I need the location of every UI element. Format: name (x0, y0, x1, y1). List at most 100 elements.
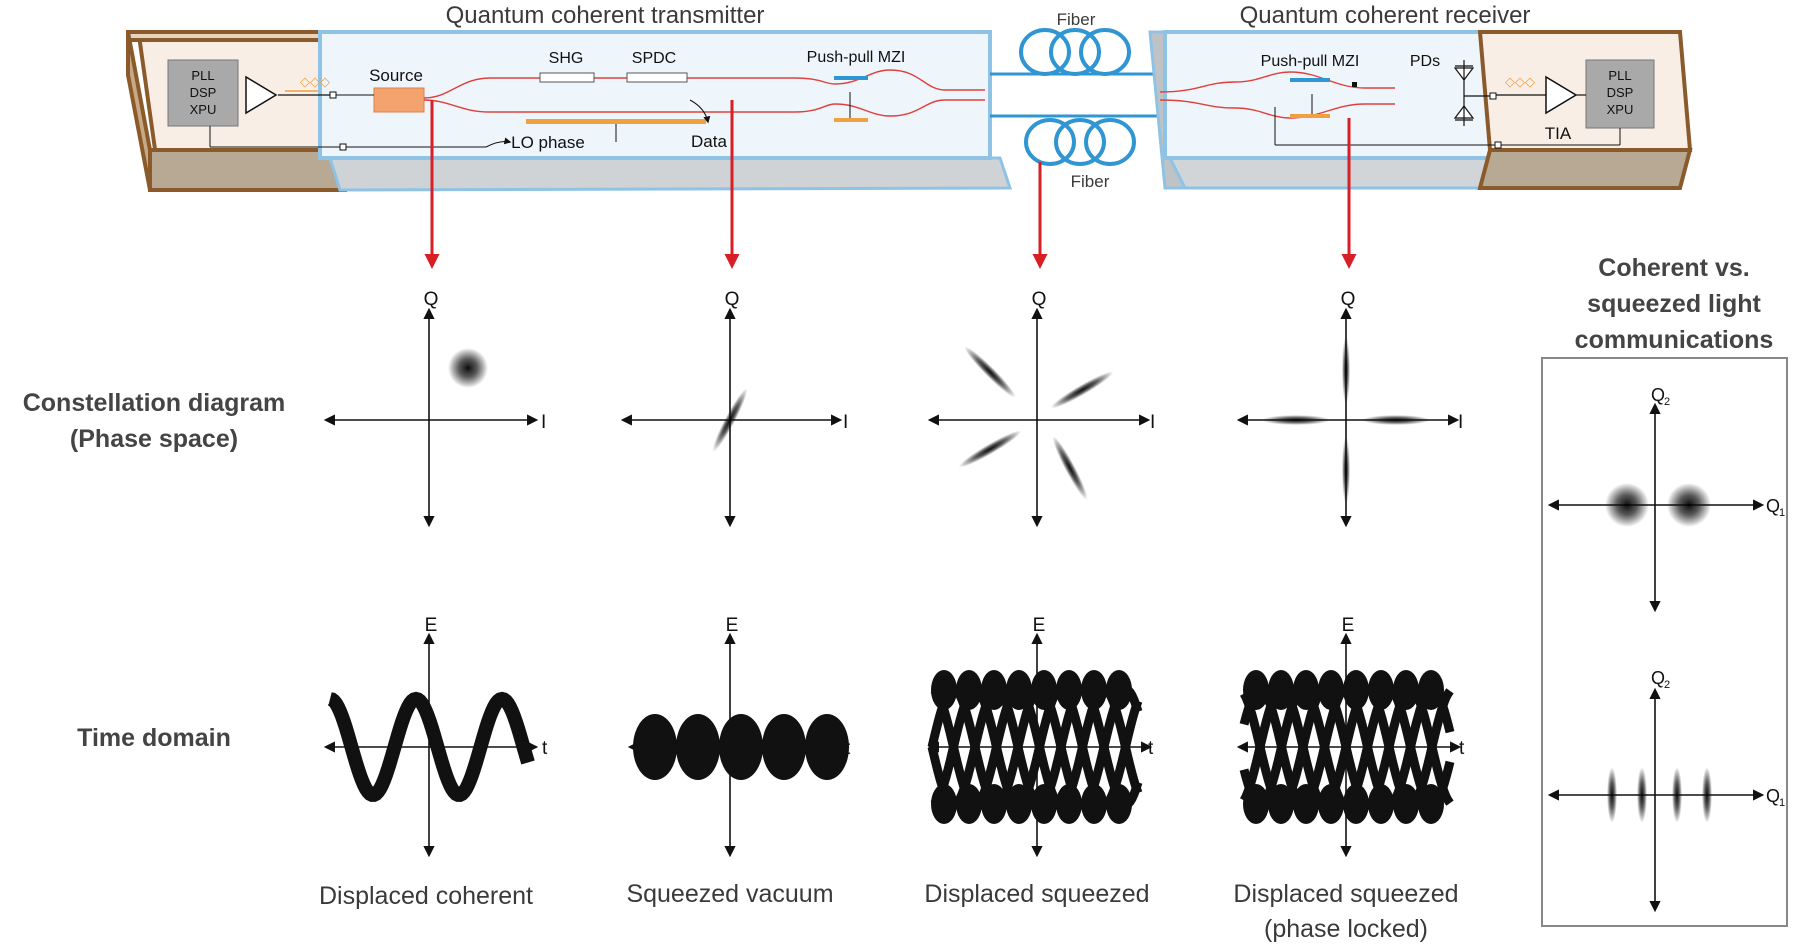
squeezed-symbol (1672, 767, 1682, 823)
tx-rf-signal-icon: ◇◇◇ (300, 75, 330, 90)
tx-lo-port (339, 143, 347, 151)
axis-q-label: Q (725, 289, 740, 310)
tx-electronics-side (126, 31, 152, 191)
caption-squeezed-vacuum: Squeezed vacuum (626, 880, 833, 908)
phase-locked-trace-lobe (1243, 670, 1269, 710)
squeezed-state-ellipse (1050, 371, 1114, 409)
transmitter-module: PLL DSP XPU ◇◇◇ Quantum coherent transmi… (126, 2, 1013, 192)
comparison-panel: Coherent vs. squeezed light communicatio… (1541, 254, 1788, 927)
fiber-link: Fiber Fiber (990, 10, 1160, 191)
displaced-squeezed-trace-lobe (931, 784, 957, 824)
phase-locked-trace-lobe (1318, 670, 1344, 710)
coherent-waveform (327, 691, 535, 802)
transmitter-title: Quantum coherent transmitter (446, 2, 765, 29)
axis-t-label: t (542, 738, 548, 759)
rx-mzi-label: Push-pull MZI (1261, 53, 1360, 70)
q1-label: Q (1766, 786, 1780, 806)
comparison-title-line2: squeezed light (1587, 290, 1761, 318)
axis-i-label: I (541, 412, 546, 433)
squeezed-vacuum-lobe (633, 714, 677, 780)
caption-displaced-coherent: Displaced coherent (319, 882, 533, 910)
displaced-squeezed-trace-lobe (931, 670, 957, 710)
squeezed-symbol (1637, 767, 1647, 823)
phase-locked-trace-lobe (1268, 784, 1294, 824)
q2-label: Q (1651, 668, 1665, 688)
rx-electronics-front (1477, 148, 1693, 190)
lo-phase-heater (526, 119, 706, 124)
axis-t-label: t (1459, 738, 1465, 759)
displaced-squeezed-trace-lobe (1106, 784, 1132, 824)
q2-subscript: 2 (1664, 679, 1670, 691)
q2-subscript: 2 (1664, 396, 1670, 408)
caption-displaced-squeezed: Displaced squeezed (924, 880, 1149, 908)
coherent-state-blob (448, 348, 488, 388)
rx-chip-front (1167, 156, 1503, 190)
fiber-bottom-label: Fiber (1071, 172, 1110, 191)
q2-label: Q (1651, 385, 1665, 405)
comparison-title-line1: Coherent vs. (1598, 254, 1749, 282)
shg-grating (539, 72, 595, 83)
displaced-squeezed-trace-lobe (956, 670, 982, 710)
squeezed-vacuum-waveform (633, 714, 849, 780)
source-label: Source (369, 66, 423, 85)
time-domain-displaced-squeezed: E t (927, 615, 1154, 858)
constellation-displaced-coherent: Q I (323, 289, 546, 528)
displaced-squeezed-trace-lobe (1081, 784, 1107, 824)
axis-e-label: E (425, 615, 438, 636)
axis-q-label: Q (1032, 289, 1047, 310)
caption-phase-locked-line2: (phase locked) (1264, 915, 1428, 943)
axis-i-label: I (1458, 412, 1463, 433)
data-label: Data (691, 132, 727, 151)
axis-t-label: t (845, 738, 851, 759)
phase-locked-trace-lobe (1343, 670, 1369, 710)
squeezed-state-ellipse (964, 346, 1016, 398)
phase-locked-trace-lobe (1293, 784, 1319, 824)
laser-source (373, 87, 425, 113)
rx-control-line-1: PLL (1608, 68, 1631, 83)
displaced-squeezed-trace-lobe (1056, 670, 1082, 710)
squeezed-vacuum-lobe (719, 714, 763, 780)
squeezed-vacuum-lobe (805, 714, 849, 780)
comparison-frame (1541, 357, 1788, 927)
displaced-squeezed-trace-lobe (1031, 784, 1057, 824)
displaced-squeezed-trace-lobe (1056, 784, 1082, 824)
rx-waveguides (1159, 71, 1395, 119)
rx-control-box: PLL DSP XPU (1585, 59, 1655, 129)
tx-mzi-label: Push-pull MZI (807, 49, 906, 66)
phase-locked-trace-lobe (1418, 670, 1444, 710)
displaced-squeezed-trace-lobe (956, 784, 982, 824)
axis-i-label: I (1150, 412, 1155, 433)
displaced-squeezed-trace-lobe (1006, 670, 1032, 710)
squeezed-state-ellipse (1052, 436, 1088, 500)
phase-locked-trace-lobe (1393, 670, 1419, 710)
rx-control-line-3: XPU (1607, 102, 1634, 117)
squeezed-vacuum-lobe (762, 714, 806, 780)
phase-locked-waveform (1239, 670, 1455, 824)
phase-locked-trace-lobe (1318, 784, 1344, 824)
q1-subscript: 1 (1779, 797, 1785, 809)
time-domain-phase-locked: E t (1236, 615, 1465, 858)
tx-control-box: PLL DSP XPU (167, 59, 239, 127)
constellation-displaced-squeezed: Q I (927, 289, 1155, 528)
squeezed-symbol (1607, 767, 1617, 823)
tx-waveguides (423, 69, 985, 117)
tia-amplifier-icon (1545, 75, 1578, 115)
axis-t-label: t (1148, 738, 1154, 759)
rx-control-line-2: DSP (1607, 85, 1634, 100)
squeezed-vacuum-ellipse (712, 388, 748, 452)
coherent-symbol (1667, 483, 1711, 527)
displaced-squeezed-trace-lobe (981, 784, 1007, 824)
coherent-symbol (1605, 483, 1649, 527)
axis-q-label: Q (1341, 289, 1356, 310)
displaced-squeezed-trace-lobe (981, 670, 1007, 710)
axis-i-label: I (843, 412, 848, 433)
constellation-row-label-1: Constellation diagram (23, 389, 286, 417)
axis-q-label: Q (424, 289, 439, 310)
phase-locked-trace-lobe (1268, 670, 1294, 710)
squeezed-symbol (1702, 767, 1712, 823)
lo-phase-label: LO phase (511, 133, 585, 152)
time-domain-squeezed-vacuum: E t (627, 615, 851, 858)
phase-locked-trace-lobe (1393, 784, 1419, 824)
phase-locked-state-ellipse (1342, 436, 1350, 504)
constellation-squeezed-vacuum: Q I (620, 289, 848, 528)
